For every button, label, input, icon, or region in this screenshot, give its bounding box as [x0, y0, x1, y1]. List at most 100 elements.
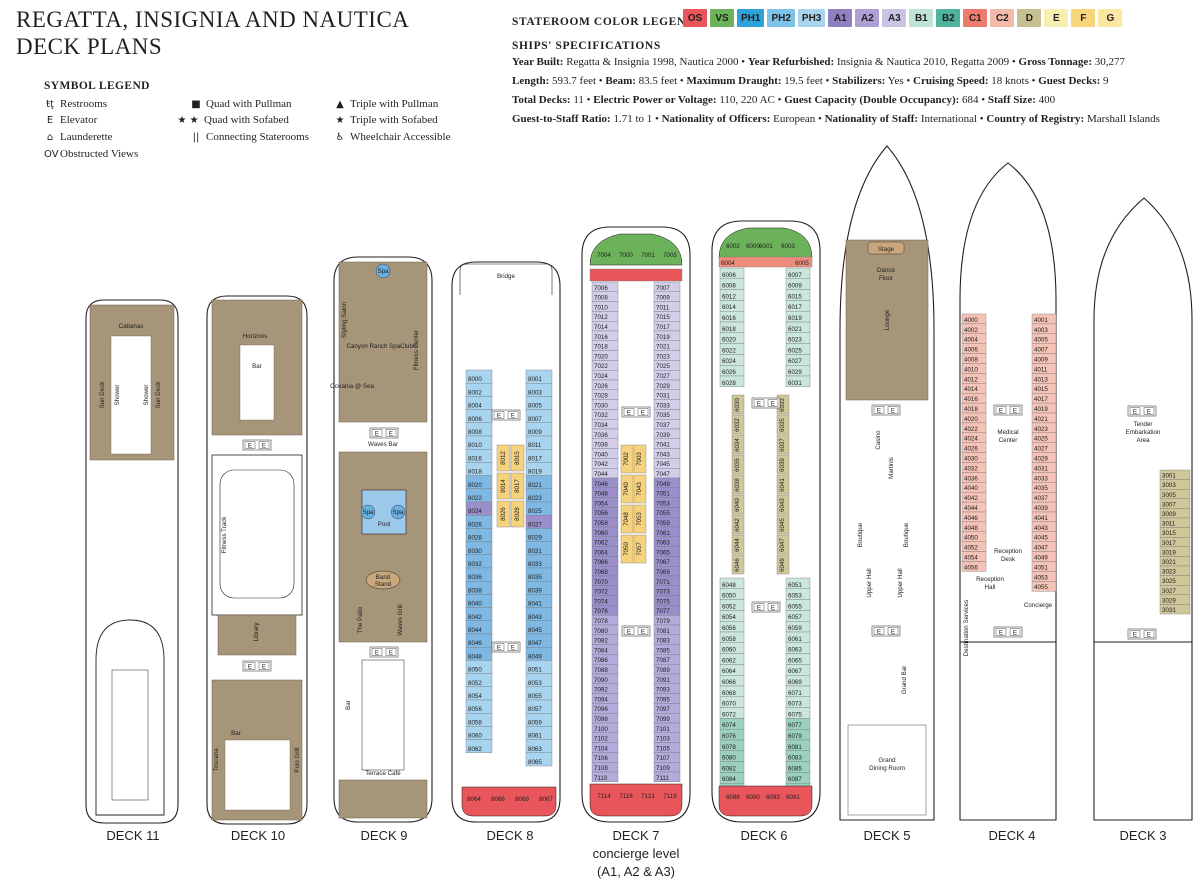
deck11-area-sun-deck: Sun Deck: [155, 381, 162, 409]
spec-key: Year Built:: [512, 56, 564, 68]
stateroom: [620, 534, 634, 564]
stateroom-number: 8049: [528, 653, 542, 660]
elevator-glyph: E: [641, 629, 645, 636]
elevator-glyph: E: [497, 413, 501, 420]
stateroom-number: 8012: [500, 451, 507, 465]
stateroom-number: 6017: [788, 304, 802, 311]
stateroom: [653, 771, 681, 783]
stateroom: [731, 434, 745, 455]
stateroom-number: 8042: [468, 614, 482, 621]
stateroom-number: 7101: [656, 726, 670, 733]
deck9-area-fitness-center: Fitness Center: [413, 330, 420, 370]
stateroom-number: 7070: [594, 579, 608, 586]
stateroom-number: 7042: [594, 461, 608, 468]
elevator-icon: [258, 662, 270, 670]
stateroom-number: 8051: [528, 667, 542, 674]
elevator-glyph: E: [999, 408, 1003, 415]
deck4-area-reception-hall: Reception: [976, 576, 1004, 583]
stateroom-number: 6082: [722, 765, 736, 772]
stateroom-number: 7012: [594, 314, 608, 321]
deck5-area-grand-dining-room: Dining Room: [869, 765, 905, 772]
spec-value: Yes •: [885, 75, 914, 87]
stateroom-number: 3009: [1162, 511, 1176, 518]
deck9-area-spa: Spa: [377, 268, 389, 275]
spec-key: Cruising Speed:: [913, 75, 989, 87]
deck9-area-bar: Bar: [345, 700, 352, 710]
stateroom-number: 4002: [964, 327, 978, 334]
stateroom-number: 3027: [1162, 588, 1176, 595]
stateroom-number: 7025: [656, 363, 670, 370]
stateroom-number: 6073: [788, 701, 802, 708]
stateroom-number: 7055: [656, 510, 670, 517]
stateroom-chip-ph2: PH2: [767, 9, 795, 27]
elevator-glyph: E: [877, 408, 881, 415]
stateroom: [496, 472, 511, 500]
stateroom-number: 8038: [468, 587, 482, 594]
deck8-area-bridge: Bridge: [497, 273, 515, 280]
elevator-icon: [887, 627, 899, 635]
stateroom-number: 6020: [722, 337, 736, 344]
spec-key: Staff Size:: [987, 94, 1036, 106]
elevator-icon: [623, 408, 635, 416]
stateroom-number: 8005: [528, 403, 542, 410]
stateroom-number: 6007: [788, 272, 802, 279]
stateroom: [731, 534, 745, 555]
deck7-aft-suites: [589, 783, 683, 817]
elevator-glyph: E: [375, 431, 379, 438]
stateroom-number: 4012: [964, 376, 978, 383]
spec-value: 110, 220 AC •: [716, 94, 785, 106]
elevator-glyph: E: [891, 408, 895, 415]
stateroom-number: 7065: [656, 549, 670, 556]
stateroom-number: 7040: [623, 482, 630, 496]
stateroom-number: 6023: [788, 337, 802, 344]
stateroom-number: 4025: [1034, 436, 1048, 443]
stateroom: [719, 375, 745, 388]
elevator-icon: [371, 429, 383, 437]
deck6-aft-suite-number: 6088: [726, 794, 740, 801]
deck6-fwd-suite-number: 6001: [759, 243, 773, 250]
stateroom-number: 6033: [779, 398, 786, 412]
stateroom-number: 4039: [1034, 505, 1048, 512]
stateroom-number: 7058: [594, 520, 608, 527]
symbol-legend-label: Quad with Pullman: [206, 98, 292, 110]
stateroom-number: 4021: [1034, 416, 1048, 423]
stateroom-number: 4043: [1034, 525, 1048, 532]
stateroom-number: 6005: [795, 260, 809, 267]
deck6-fwd-suite-number: 6000: [746, 243, 760, 250]
legend-glyph-icon: E: [46, 114, 54, 126]
elevator-glyph: E: [511, 645, 515, 652]
stateroom-number: 7092: [594, 687, 608, 694]
stateroom-number: 7078: [594, 618, 608, 625]
elevator-icon: [1009, 628, 1021, 636]
elevator-glyph: E: [497, 645, 501, 652]
stateroom: [776, 474, 790, 495]
stateroom-number: 4050: [964, 535, 978, 542]
stateroom-number: 4027: [1034, 446, 1048, 453]
elevator-icon: [244, 441, 256, 449]
elevator-glyph: E: [262, 664, 266, 671]
elevator-icon: [767, 603, 779, 611]
deck7-aft-suite-number: 7116: [619, 793, 633, 800]
symbol-legend-label: Launderette: [60, 131, 113, 143]
stateroom: [776, 414, 790, 435]
stateroom-number: 7079: [656, 618, 670, 625]
legend-glyph-icon: OV: [44, 148, 59, 160]
stateroom-number: 8035: [528, 574, 542, 581]
stateroom-number: 8039: [528, 587, 542, 594]
stateroom-number: 7109: [656, 765, 670, 772]
deck6-aft-suite-number: 6090: [746, 794, 760, 801]
stateroom-chip-f: F: [1071, 9, 1096, 27]
deck8-aft-suite-number: 8064: [467, 796, 481, 803]
deck8-aft-suite-number: 8069: [515, 796, 529, 803]
stateroom-number: 7096: [594, 706, 608, 713]
spec-value: 83.5 feet •: [635, 75, 687, 87]
stateroom-number: 7086: [594, 657, 608, 664]
deck9-band-stand: [365, 570, 401, 590]
deck8-aft-suites: [461, 786, 557, 817]
stateroom-number: 7110: [594, 775, 608, 782]
stateroom-number: 6064: [722, 668, 736, 675]
elevator-glyph: E: [248, 664, 252, 671]
stateroom-number: 4046: [964, 515, 978, 522]
